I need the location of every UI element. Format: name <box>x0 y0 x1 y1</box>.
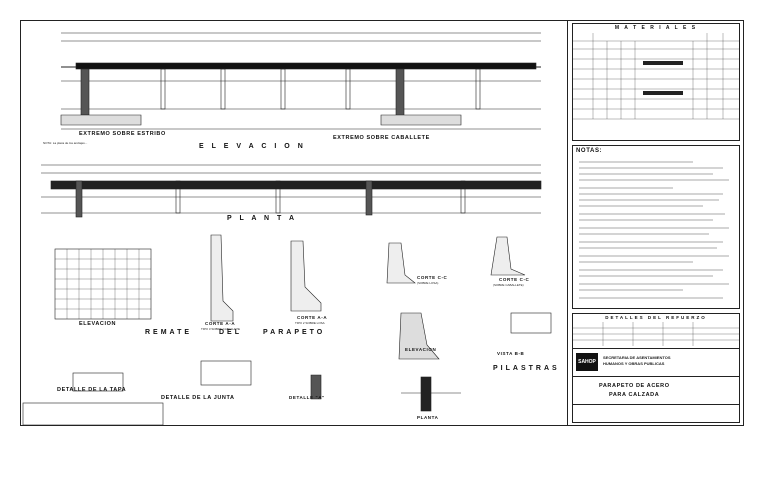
view-title-extremo-estribo: EXTREMO SOBRE ESTRIBO <box>79 131 166 137</box>
view-subtitle-corte-cc-1: (SOBRE LOSA) <box>417 281 439 285</box>
drawing-title-line1: PARAPETO DE ACERO <box>599 383 670 389</box>
materiales-grid <box>573 33 739 120</box>
view-title-elevacion-remate: ELEVACION <box>79 321 117 327</box>
view-subtitle-corte-aa-2: TIPO 2 SOBRE LOSA <box>295 321 325 325</box>
view-title-detalle-junta: DETALLE DE LA JUNTA <box>161 395 235 401</box>
refuerzo-grid <box>573 322 739 346</box>
drawing-area: EXTREMO SOBRE ESTRIBO EXTREMO SOBRE CABA… <box>21 21 567 425</box>
institution-line1: SECRETARIA DE ASENTAMIENTOS <box>603 355 671 360</box>
view-title-parapeto: PARAPETO <box>263 329 326 336</box>
title-row: PARAPETO DE ACERO PARA CALZADA <box>573 376 739 404</box>
view-title-vista-bb: VISTA B-B <box>497 351 525 356</box>
materiales-title: M A T E R I A L E S <box>614 25 698 31</box>
notas-title: NOTAS: <box>576 148 603 154</box>
materiales-table: M A T E R I A L E S <box>572 23 740 141</box>
signature-row <box>573 404 739 422</box>
note-left: NOTA: La placa de los anclajes... <box>43 141 88 145</box>
view-title-corte-aa-2: CORTE A-A <box>297 315 328 320</box>
view-title-planta: P L A N T A <box>227 215 298 222</box>
view-title-remate: REMATE <box>145 329 193 336</box>
view-title-corte-cc-1: CORTE C-C <box>417 275 448 280</box>
view-title-elevacion: E L E V A C I O N <box>199 143 306 150</box>
view-title-corte-cc-2: CORTE C-C <box>499 277 530 282</box>
view-title-del: DEL <box>219 329 242 336</box>
institution-line2: HUMANOS Y OBRAS PUBLICAS <box>603 361 665 366</box>
notas-box: NOTAS: <box>572 145 740 309</box>
view-title-planta-small: PLANTA <box>417 415 439 420</box>
view-subtitle-corte-cc-2: (SOBRE CABALLETE) <box>493 283 524 287</box>
institution-row: SAHOP SECRETARIA DE ASENTAMIENTOS HUMANO… <box>573 348 739 376</box>
side-panel: M A T E R I A L E S NOTAS: <box>567 21 744 425</box>
view-title-pilastras: PILASTRAS <box>493 365 560 372</box>
view-title-elevacion-pilastra: ELEVACION <box>405 347 437 352</box>
technical-drawing <box>22 32 552 425</box>
view-title-detalle-a: DETALLE "A" <box>289 395 325 400</box>
view-title-corte-aa-1: CORTE A-A <box>205 321 236 326</box>
drawing-sheet: EXTREMO SOBRE ESTRIBO EXTREMO SOBRE CABA… <box>20 20 744 426</box>
view-title-extremo-caballete: EXTREMO SOBRE CABALLETE <box>333 135 430 141</box>
detalles-refuerzo-title: DETALLES DEL REFUERZO <box>605 315 707 320</box>
sahop-logo: SAHOP <box>576 353 598 371</box>
view-subtitle-corte-aa-1: TIPO 3 SOBRE CABALLETE <box>201 327 241 331</box>
drawing-title-line2: PARA CALZADA <box>609 392 660 398</box>
notas-text-lines <box>579 161 729 299</box>
view-title-detalle-tapa: DETALLE DE LA TAPA <box>57 387 127 393</box>
title-block: DETALLES DEL REFUERZO SAHOP SECRETARIA D… <box>572 313 740 423</box>
